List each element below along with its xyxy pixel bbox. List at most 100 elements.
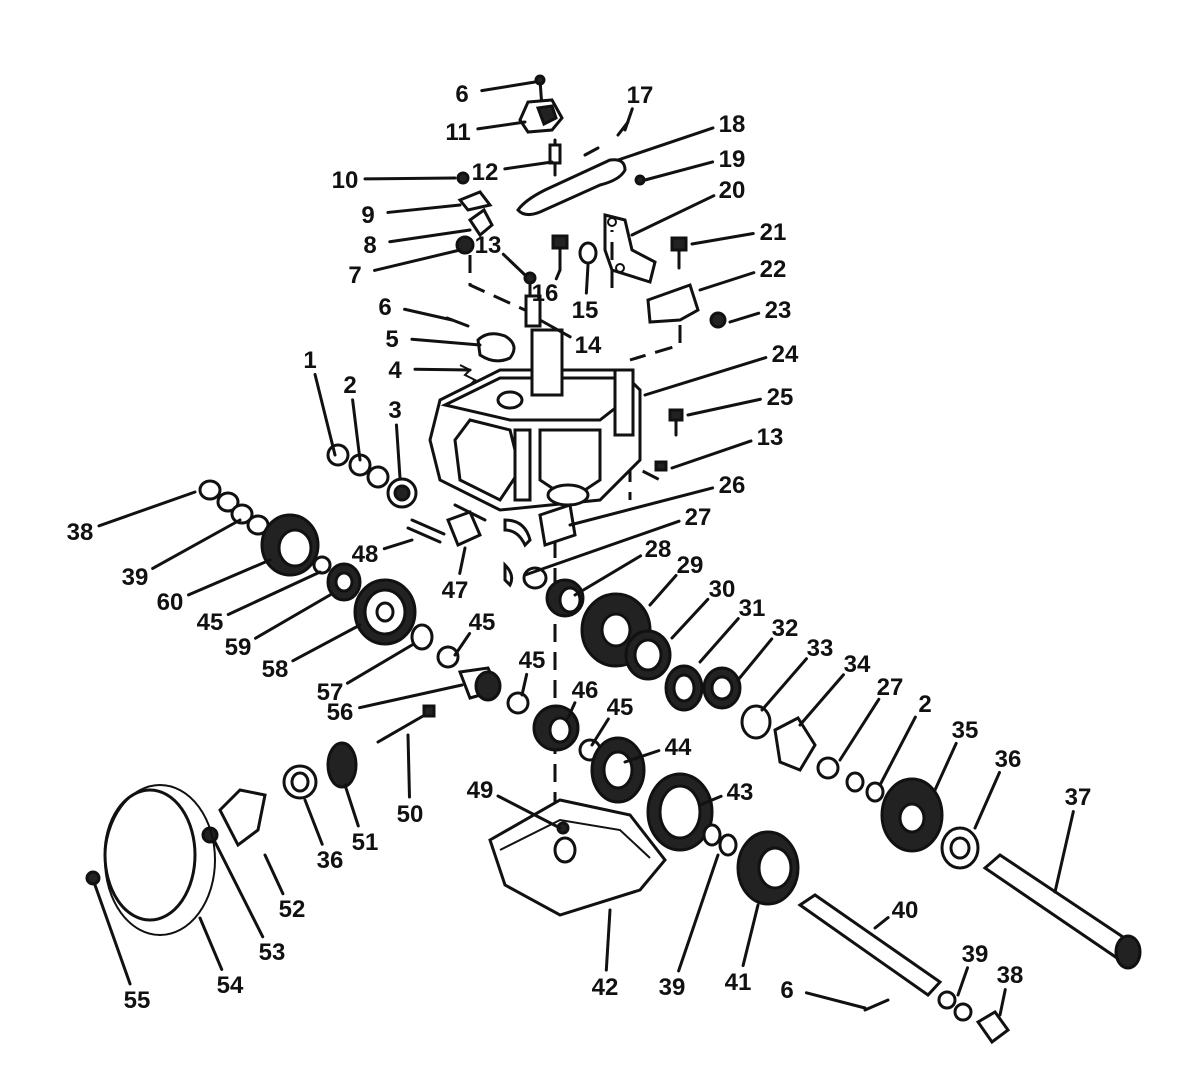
leader-line-c14: [538, 318, 572, 339]
right-shaft-parts: [702, 823, 1142, 1045]
callout-c37: 37: [1065, 784, 1092, 811]
callout-c15: 15: [572, 297, 599, 324]
callout-c13a: 13: [475, 232, 502, 259]
callout-c9: 9: [361, 202, 374, 229]
leader-line-c54: [198, 916, 224, 971]
leader-line-c27b: [838, 697, 881, 762]
callout-c17: 17: [627, 82, 654, 109]
leader-line-c3: [394, 423, 402, 480]
callout-c8: 8: [363, 232, 376, 259]
callout-leader-lines: [93, 80, 1075, 1017]
callout-labels: 1234566678910111213131415161718192021222…: [67, 81, 1092, 1014]
leader-line-c42: [604, 908, 612, 972]
leader-line-c4: [413, 367, 472, 372]
callout-c57: 57: [317, 679, 344, 706]
callout-c40: 40: [892, 897, 919, 924]
leader-line-c55: [93, 883, 132, 986]
callout-c27a: 27: [685, 504, 712, 531]
callout-c29: 29: [677, 552, 704, 579]
callout-c39b: 39: [659, 974, 686, 1001]
callout-c36a: 36: [995, 746, 1022, 773]
leader-line-c6a: [480, 80, 537, 93]
leader-line-c37: [1053, 810, 1075, 894]
callout-c14: 14: [575, 332, 602, 359]
leader-line-c22: [698, 271, 756, 292]
leader-line-c39b: [677, 853, 720, 973]
callout-c39c: 39: [962, 941, 989, 968]
callout-c39a: 39: [122, 564, 149, 591]
callout-c49: 49: [467, 777, 494, 804]
leader-line-c9: [386, 203, 462, 214]
leader-line-c2: [351, 398, 362, 462]
leader-line-c36a: [973, 770, 1001, 830]
leader-line-c28: [573, 554, 643, 597]
leader-line-c59: [253, 593, 332, 640]
leader-line-c13a: [501, 252, 527, 277]
leader-line-c36b: [303, 798, 324, 846]
callout-c28: 28: [645, 536, 672, 563]
leader-line-c57: [345, 643, 414, 685]
leader-line-c49: [496, 794, 562, 830]
callout-c5: 5: [385, 326, 398, 353]
callout-c58: 58: [262, 656, 289, 683]
callout-c45a: 45: [197, 609, 224, 636]
callout-c56: 56: [327, 699, 354, 726]
leader-line-c17: [623, 107, 634, 132]
callout-c45d: 45: [607, 694, 634, 721]
callout-c41: 41: [725, 969, 752, 996]
leader-line-c27a: [523, 519, 681, 577]
leader-line-c58: [291, 623, 362, 663]
callout-c42: 42: [592, 974, 619, 1001]
callout-c45c: 45: [519, 647, 546, 674]
leader-line-c56: [358, 683, 464, 710]
left-gear-parts: [198, 443, 487, 651]
callout-c60: 60: [157, 589, 184, 616]
callout-c2: 2: [343, 372, 356, 399]
leader-line-c30: [670, 597, 710, 640]
lower-left-gear-parts: [85, 645, 714, 936]
callout-c53: 53: [259, 939, 286, 966]
leader-line-c21: [690, 232, 755, 246]
leader-line-c1: [313, 372, 337, 457]
leader-line-c23: [728, 311, 761, 324]
leader-line-c33: [760, 657, 808, 712]
leader-line-c45c: [520, 672, 529, 697]
callout-c33: 33: [807, 635, 834, 662]
callout-c6a: 6: [455, 81, 468, 108]
leader-line-c45b: [453, 632, 472, 657]
leader-line-c31: [698, 617, 740, 664]
leader-line-c32: [736, 637, 774, 682]
leader-line-c51: [343, 783, 360, 828]
callout-c51: 51: [352, 829, 379, 856]
callout-c11: 11: [445, 119, 470, 146]
callout-c23: 23: [765, 297, 792, 324]
leader-line-c6b: [403, 307, 454, 322]
leader-line-c8: [388, 228, 472, 244]
leader-line-c7: [372, 248, 462, 272]
callout-c52: 52: [279, 896, 306, 923]
shift-forks: [503, 503, 577, 588]
leader-line-c2b: [878, 715, 917, 787]
leader-line-c24: [643, 356, 768, 397]
leader-line-c13b: [670, 439, 753, 470]
leader-line-c45d: [590, 717, 610, 747]
lower-housing: [488, 798, 667, 917]
leader-line-c34: [798, 673, 845, 727]
leader-line-c25: [686, 397, 762, 417]
leader-line-c6c: [804, 991, 867, 1010]
callout-c47: 47: [442, 577, 469, 604]
leader-line-c35: [933, 741, 958, 792]
callout-c43: 43: [727, 779, 754, 806]
callout-c59: 59: [225, 634, 252, 661]
callout-c12: 12: [472, 159, 499, 186]
leader-line-c50: [406, 733, 411, 799]
leader-line-c45a: [226, 570, 322, 616]
callout-c21: 21: [760, 219, 787, 246]
callout-c3: 3: [388, 397, 401, 424]
leader-line-c11: [476, 120, 527, 131]
callout-c27b: 27: [877, 674, 904, 701]
leader-line-c12: [503, 160, 554, 171]
leader-line-c20: [630, 194, 716, 237]
